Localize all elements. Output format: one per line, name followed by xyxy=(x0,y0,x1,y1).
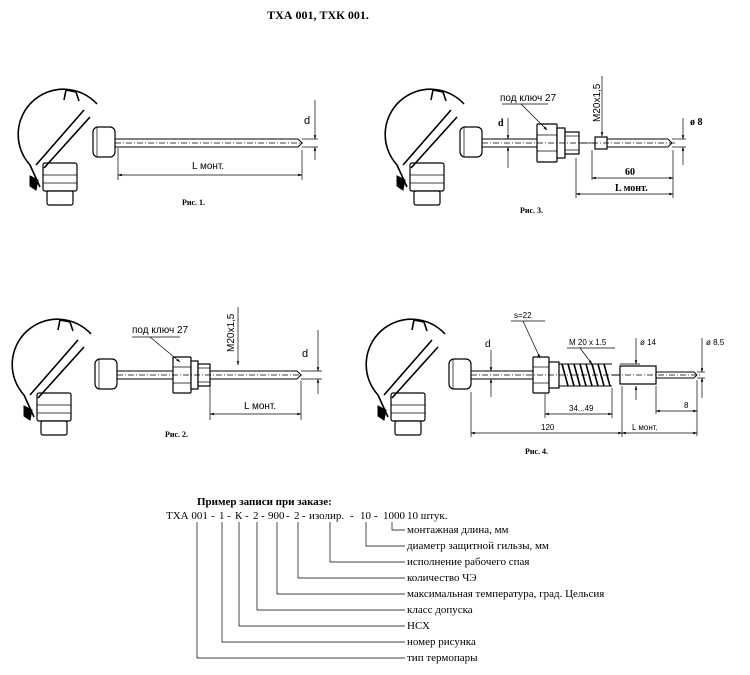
label-l-mount: L монт. xyxy=(192,161,224,172)
dimension-l-mount: L монт. xyxy=(575,158,674,198)
dimension-l-mount: L монт. xyxy=(117,148,303,180)
code-separator: - xyxy=(374,510,378,522)
protective-sheath xyxy=(482,138,675,148)
label-l-mount: L монт. xyxy=(615,183,648,194)
code-separator: - xyxy=(227,510,231,522)
label-diam-8: ø 8 xyxy=(690,117,703,128)
label-l-mount: L монт. xyxy=(632,423,658,432)
dimension-l-mount: L монт. xyxy=(209,381,302,420)
dimension-d: d xyxy=(301,330,322,394)
dimension-8: 8 xyxy=(655,380,698,436)
label-d: d xyxy=(485,339,491,350)
leader-thread: M20x1,5 xyxy=(592,76,604,137)
code-part-diameter: 10 xyxy=(360,510,372,522)
legend-item: количество ЧЭ xyxy=(407,572,477,584)
code-part-figure: 1 xyxy=(219,510,225,522)
label-d: d xyxy=(498,118,504,129)
label-dim-120: 120 xyxy=(541,423,555,432)
leader-thread: M20x1,5 xyxy=(226,307,240,366)
label-wrench-size: под ключ 27 xyxy=(500,93,557,104)
label-wrench-size: под ключ 27 xyxy=(132,325,189,336)
order-heading: Пример записи при заказе: xyxy=(197,496,332,508)
legend-item: номер рисунка xyxy=(407,636,476,648)
legend-item: диаметр защитной гильзы, мм xyxy=(407,540,549,552)
leader-thread: M 20 x 1.5 xyxy=(567,338,615,365)
label-thread: M20x1,5 xyxy=(226,313,237,352)
leader-wrench-size: под ключ 27 xyxy=(500,93,557,131)
label-dim-8: 8 xyxy=(684,401,689,410)
label-wrench-size: s=22 xyxy=(514,311,532,320)
caption-fig-4: Рис. 4. xyxy=(525,447,548,456)
dimension-diam-8-5: ø 8.5 xyxy=(697,338,725,398)
dimension-l-mount: L монт. xyxy=(621,423,698,435)
order-legend: монтажная длина, мм диаметр защитной гил… xyxy=(407,524,604,664)
order-code-line: ТХА 001 - 1 - К - 2 - 900 - 2 - изолир. … xyxy=(166,510,448,522)
dimension-60: 60 xyxy=(591,150,674,198)
order-example: Пример записи при заказе: ТХА 001 - 1 - … xyxy=(166,496,604,664)
caption-fig-3: Рис. 3. xyxy=(520,206,543,215)
label-diam-14: ø 14 xyxy=(640,338,657,347)
terminal-head xyxy=(384,88,483,206)
dimension-diam-14: ø 14 xyxy=(620,338,657,400)
label-thread: M20x1,5 xyxy=(592,83,603,122)
dimension-d: d xyxy=(485,339,493,397)
label-dim-60: 60 xyxy=(625,167,635,178)
terminal-head xyxy=(17,88,116,206)
order-leader-lines xyxy=(196,522,405,659)
leader-wrench-size: s=22 xyxy=(511,311,545,359)
code-part-length: 1000 xyxy=(383,510,406,522)
dimension-d: d xyxy=(302,100,318,160)
code-separator: - xyxy=(261,510,265,522)
code-separator: - xyxy=(245,510,249,522)
protective-sheath xyxy=(115,138,303,148)
caption-fig-2: Рис. 2. xyxy=(165,430,188,439)
code-quantity: 10 штук. xyxy=(407,510,448,522)
label-diam-8-5: ø 8.5 xyxy=(706,338,725,347)
caption-fig-1: Рис. 1. xyxy=(182,198,205,207)
legend-item: монтажная длина, мм xyxy=(407,524,509,536)
code-part-nsh: К xyxy=(235,510,243,522)
dimension-d: d xyxy=(498,118,510,168)
dimension-34-49: 34...49 xyxy=(544,388,613,418)
label-d: d xyxy=(302,348,308,360)
dimension-120: 120 xyxy=(470,386,623,437)
label-l-mount: L монт. xyxy=(244,401,276,412)
sheet-title: ТХА 001, ТХК 001. xyxy=(267,8,369,22)
figure-4: d s=22 M 20 x 1.5 ø 14 ø 8.5 xyxy=(365,311,725,456)
legend-item: максимальная температура, град. Цельсия xyxy=(407,588,604,600)
code-part-elements: 2 xyxy=(294,510,300,522)
label-d: d xyxy=(304,115,310,127)
terminal-head xyxy=(365,318,472,436)
code-separator: - xyxy=(302,510,306,522)
leader-wrench-size: под ключ 27 xyxy=(132,325,189,363)
legend-item: исполнение рабочего спая xyxy=(407,556,529,568)
figure-1: d L монт. Рис. 1. xyxy=(17,88,318,207)
legend-item: тип термопары xyxy=(407,652,478,664)
terminal-head xyxy=(11,318,118,436)
protective-sheath xyxy=(117,370,303,380)
fitting xyxy=(482,123,608,163)
label-dim-34-49: 34...49 xyxy=(569,404,594,413)
code-separator: - xyxy=(286,510,290,522)
figure-2: d под ключ 27 M20x1,5 L монт. Рис. 2. xyxy=(11,307,322,439)
legend-item: класс допуска xyxy=(407,604,473,616)
code-separator: - xyxy=(350,510,354,522)
code-separator: - xyxy=(211,510,215,522)
protective-sheath xyxy=(471,371,700,379)
code-part-temperature: 900 xyxy=(268,510,285,522)
label-thread: M 20 x 1.5 xyxy=(569,338,607,347)
dimension-diam-8: ø 8 xyxy=(672,117,703,165)
code-part-junction: изолир. xyxy=(309,510,344,522)
figure-3: d под ключ 27 M20x1,5 ø 8 60 L монт. xyxy=(384,76,703,215)
legend-item: НСХ xyxy=(407,620,430,632)
code-part-type: ТХА 001 xyxy=(166,510,208,522)
code-part-class: 2 xyxy=(253,510,259,522)
